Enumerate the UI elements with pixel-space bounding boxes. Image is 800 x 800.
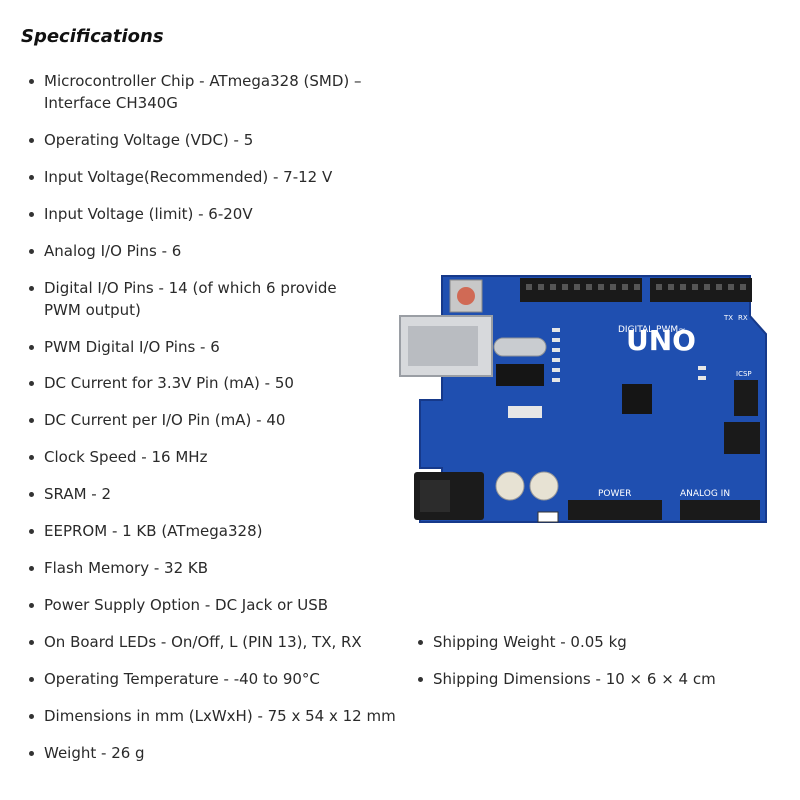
spec-item-flash-memory: Flash Memory - 32 KB (29, 557, 404, 579)
board-logo: UNO (626, 324, 696, 357)
spec-item-clock-speed: Clock Speed - 16 MHz (29, 446, 404, 468)
spec-text: On Board LEDs - On/Off, L (PIN 13), TX, … (44, 633, 362, 651)
spec-item-onboard-leds: On Board LEDs - On/Off, L (PIN 13), TX, … (29, 631, 404, 653)
spec-text: Input Voltage(Recommended) - 7-12 V (44, 168, 333, 186)
spec-item-sram: SRAM - 2 (29, 483, 404, 505)
spec-item-weight: Weight - 26 g (29, 742, 404, 764)
capacitor-2 (529, 471, 559, 501)
spec-text: Operating Voltage (VDC) - 5 (44, 131, 254, 149)
digital-pwm-label: DIGITAL PWM~ (618, 325, 686, 335)
icsp-header (734, 380, 758, 416)
spec-text: Weight - 26 g (44, 744, 145, 762)
spec-text: Flash Memory - 32 KB (44, 559, 209, 577)
usb-connector-inner (408, 326, 478, 366)
spec-text: Input Voltage (limit) - 6-20V (44, 205, 253, 223)
spec-text: Shipping Weight - 0.05 kg (433, 633, 627, 651)
spec-item-input-voltage-limit: Input Voltage (limit) - 6-20V (29, 203, 404, 225)
spec-item-power-supply: Power Supply Option - DC Jack or USB (29, 594, 404, 616)
spec-text: Digital I/O Pins - 14 (of which 6 provid… (44, 279, 337, 297)
spec-item-analog-pins: Analog I/O Pins - 6 (29, 240, 404, 262)
crystal (493, 337, 547, 357)
spec-item-input-voltage-recommended: Input Voltage(Recommended) - 7-12 V (29, 166, 404, 188)
atmega-chip (622, 384, 652, 414)
analog-in-label: ANALOG IN (680, 489, 730, 499)
spec-text-continued: PWM output) (44, 301, 141, 319)
spec-text: EEPROM - 1 KB (ATmega328) (44, 522, 263, 540)
power-label: POWER (598, 489, 631, 499)
spec-text: PWM Digital I/O Pins - 6 (44, 338, 220, 356)
shipping-dimensions-item: Shipping Dimensions - 10 × 6 × 4 cm (418, 668, 793, 690)
spec-text: DC Current for 3.3V Pin (mA) - 50 (44, 374, 294, 392)
spec-text: Microcontroller Chip - ATmega328 (SMD) – (44, 72, 362, 90)
header-pins-top (526, 284, 746, 290)
extra-header (724, 422, 760, 454)
spec-text-continued: Interface CH340G (44, 94, 178, 112)
digital-header-right (650, 278, 752, 302)
spec-item-eeprom: EEPROM - 1 KB (ATmega328) (29, 520, 404, 542)
spec-text: Operating Temperature - -40 to 90°C (44, 670, 320, 688)
power-switch (537, 511, 559, 523)
spec-text: DC Current per I/O Pin (mA) - 40 (44, 411, 286, 429)
spec-text: Dimensions in mm (LxWxH) - 75 x 54 x 12 … (44, 707, 396, 725)
rx-label: RX (738, 314, 748, 322)
shipping-weight-item: Shipping Weight - 0.05 kg (418, 631, 793, 653)
arduino-uno-board-image: UNO DIGITAL PWM~ POWER ANALOG IN ICSP TX… (398, 272, 773, 530)
spec-item-dc-current-io: DC Current per I/O Pin (mA) - 40 (29, 409, 404, 431)
capacitor-1 (495, 471, 525, 501)
spec-item-dimensions: Dimensions in mm (LxWxH) - 75 x 54 x 12 … (29, 705, 404, 727)
section-title: Specifications (21, 26, 164, 47)
ch340-chip (496, 364, 544, 386)
spec-text: Clock Speed - 16 MHz (44, 448, 208, 466)
icsp-label: ICSP (736, 370, 752, 378)
regulator (508, 406, 542, 418)
tx-label: TX (723, 314, 733, 322)
reset-button-cap (457, 287, 475, 305)
power-header (568, 500, 662, 520)
spec-item-dc-current-3v3: DC Current for 3.3V Pin (mA) - 50 (29, 372, 404, 394)
spec-item-operating-temperature: Operating Temperature - -40 to 90°C (29, 668, 404, 690)
spec-item-pwm-pins: PWM Digital I/O Pins - 6 (29, 336, 404, 358)
spec-text: Power Supply Option - DC Jack or USB (44, 596, 329, 614)
spec-text: Shipping Dimensions - 10 × 6 × 4 cm (433, 670, 716, 688)
spec-item-digital-pins: Digital I/O Pins - 14 (of which 6 provid… (29, 277, 404, 321)
spec-text: Analog I/O Pins - 6 (44, 242, 182, 260)
spec-item-microcontroller: Microcontroller Chip - ATmega328 (SMD) –… (29, 70, 404, 114)
spec-text: SRAM - 2 (44, 485, 112, 503)
smd-components (552, 328, 706, 382)
spec-item-operating-voltage: Operating Voltage (VDC) - 5 (29, 129, 404, 151)
board-illustration: UNO DIGITAL PWM~ POWER ANALOG IN ICSP TX… (399, 275, 767, 523)
dc-jack-inner (420, 480, 450, 512)
analog-header (680, 500, 760, 520)
